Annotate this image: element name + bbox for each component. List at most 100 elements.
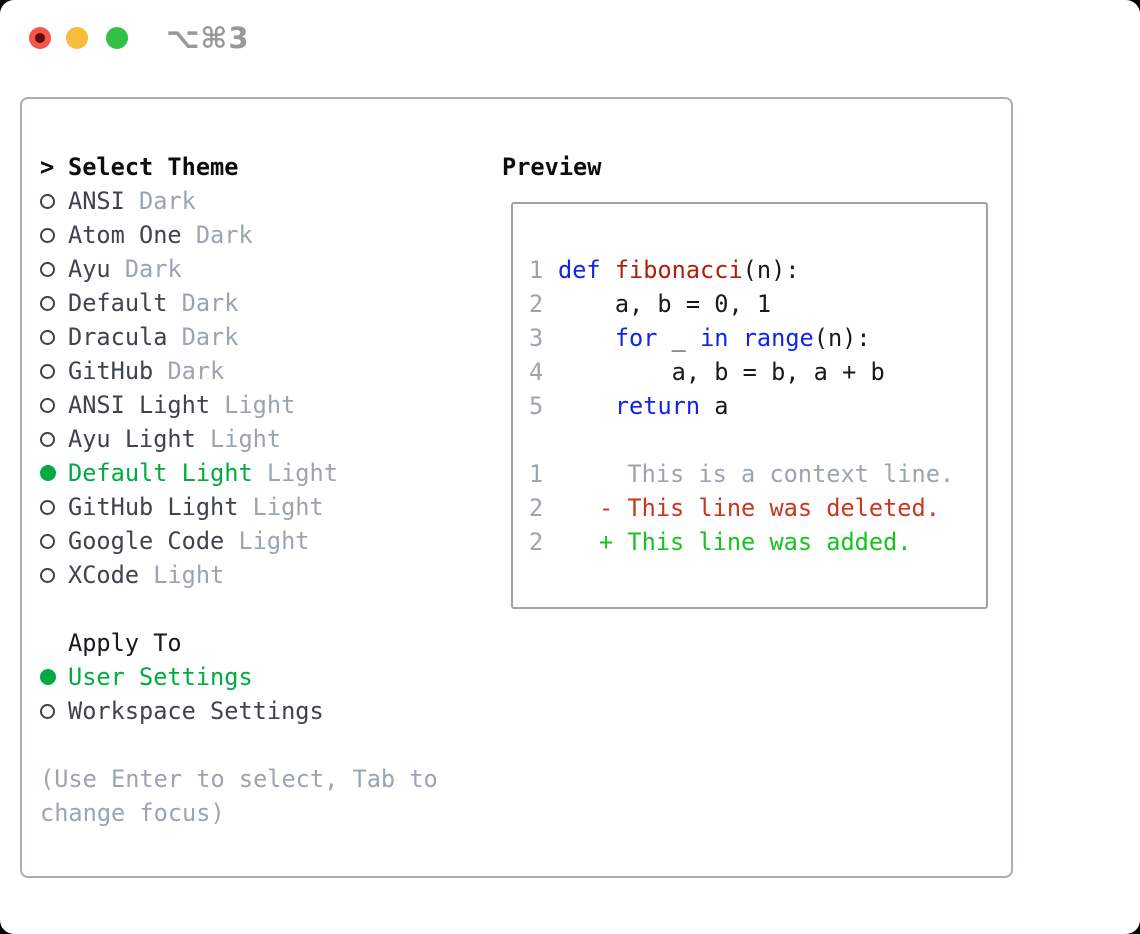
theme-item[interactable]: Default Light Light <box>40 456 450 490</box>
selection-cursor-icon: > <box>40 153 55 181</box>
code-line: 5 return a <box>529 389 986 423</box>
radio-icon <box>40 703 68 719</box>
code-line: 3 for _ in range(n): <box>529 321 986 355</box>
apply-to-title: Apply To <box>68 629 182 657</box>
preview-title: Preview <box>502 153 602 181</box>
radio-icon <box>40 329 68 345</box>
theme-variant-tag: Light <box>224 527 310 555</box>
line-number: 1 <box>529 460 544 488</box>
diff-text: + This line was added. <box>599 528 912 556</box>
line-number: 1 <box>529 256 544 284</box>
theme-name: Ayu Light <box>68 425 196 453</box>
theme-item[interactable]: Ayu Dark <box>40 252 450 286</box>
theme-item[interactable]: GitHub Dark <box>40 354 450 388</box>
theme-name: Default Light <box>68 459 253 487</box>
theme-name: GitHub <box>68 357 154 385</box>
theme-name: Default <box>68 289 168 317</box>
close-button[interactable] <box>29 27 51 49</box>
radio-icon <box>40 227 68 243</box>
theme-variant-tag: Light <box>195 425 282 453</box>
apply-to-header-row: Apply To <box>40 626 450 660</box>
theme-item[interactable]: GitHub Light Light <box>40 490 450 524</box>
code-segment: a <box>700 392 729 420</box>
theme-variant-tag: Dark <box>153 357 225 385</box>
apply-option[interactable]: Workspace Settings <box>40 694 450 728</box>
radio-unselected-icon <box>40 261 55 277</box>
apply-option-label: Workspace Settings <box>68 697 324 725</box>
theme-name: Atom One <box>68 221 182 249</box>
code-segment: (n): <box>813 324 871 352</box>
line-number: 4 <box>529 358 544 386</box>
code-line: 4 a, b = b, a + b <box>529 355 986 389</box>
window-title: ⌥⌘3 <box>166 21 250 55</box>
theme-list-header: >Select Theme <box>40 150 450 184</box>
theme-variant-tag: Light <box>139 561 225 589</box>
theme-variant-tag: Light <box>210 391 296 419</box>
radio-unselected-icon <box>40 227 55 243</box>
minimize-button[interactable] <box>66 27 88 49</box>
theme-name: Ayu <box>68 255 111 283</box>
theme-item[interactable]: Atom One Dark <box>40 218 450 252</box>
radio-unselected-icon <box>40 295 55 311</box>
code-segment <box>558 321 615 355</box>
theme-name: GitHub Light <box>68 493 239 521</box>
spacer <box>40 592 450 626</box>
radio-icon <box>40 431 68 447</box>
code-segment <box>729 321 743 355</box>
diff-text: - This line was deleted. <box>599 494 940 522</box>
radio-unselected-icon <box>40 499 55 515</box>
theme-item[interactable]: XCode Light <box>40 558 450 592</box>
diff-line: 1 This is a context line. <box>529 457 986 491</box>
theme-variant-tag: Dark <box>167 289 239 317</box>
line-number: 2 <box>529 494 544 522</box>
theme-item[interactable]: Google Code Light <box>40 524 450 558</box>
radio-icon <box>40 261 68 277</box>
theme-item[interactable]: ANSI Dark <box>40 184 450 218</box>
zoom-button[interactable] <box>106 27 128 49</box>
theme-item[interactable]: Default Dark <box>40 286 450 320</box>
code-segment: in <box>700 324 729 352</box>
radio-icon <box>40 295 68 311</box>
radio-icon <box>40 193 68 209</box>
code-segment: return <box>614 392 701 420</box>
code-segment: fibonacci <box>614 256 743 284</box>
theme-item[interactable]: Ayu Light Light <box>40 422 450 456</box>
theme-item[interactable]: Dracula Dark <box>40 320 450 354</box>
radio-icon <box>40 465 68 481</box>
apply-option-label: User Settings <box>68 663 253 691</box>
code-segment <box>558 389 615 423</box>
theme-name: Dracula <box>68 323 168 351</box>
blank-line <box>529 423 986 457</box>
code-line: 2 a, b = 0, 1 <box>529 287 986 321</box>
diff-line: 2 - This line was deleted. <box>529 491 986 525</box>
line-number: 3 <box>529 324 544 352</box>
titlebar: ⌥⌘3 <box>0 0 1140 76</box>
radio-icon <box>40 363 68 379</box>
radio-icon <box>40 397 68 413</box>
theme-name: ANSI <box>68 187 125 215</box>
radio-icon <box>40 499 68 515</box>
line-number: 2 <box>529 528 544 556</box>
theme-variant-tag: Dark <box>124 187 196 215</box>
close-button-dot-icon <box>35 33 45 43</box>
radio-unselected-icon <box>40 193 55 209</box>
theme-item[interactable]: ANSI Light Light <box>40 388 450 422</box>
radio-unselected-icon <box>40 567 55 583</box>
apply-option[interactable]: User Settings <box>40 660 450 694</box>
radio-unselected-icon <box>40 703 55 719</box>
radio-icon <box>40 533 68 549</box>
theme-variant-tag: Light <box>252 459 338 487</box>
code-segment: a, b = 0, 1 <box>558 290 772 318</box>
radio-unselected-icon <box>40 533 55 549</box>
diff-text: This is a context line. <box>599 460 955 488</box>
code-segment: (n): <box>742 256 800 284</box>
radio-selected-icon <box>40 669 56 685</box>
radio-icon <box>40 567 68 583</box>
